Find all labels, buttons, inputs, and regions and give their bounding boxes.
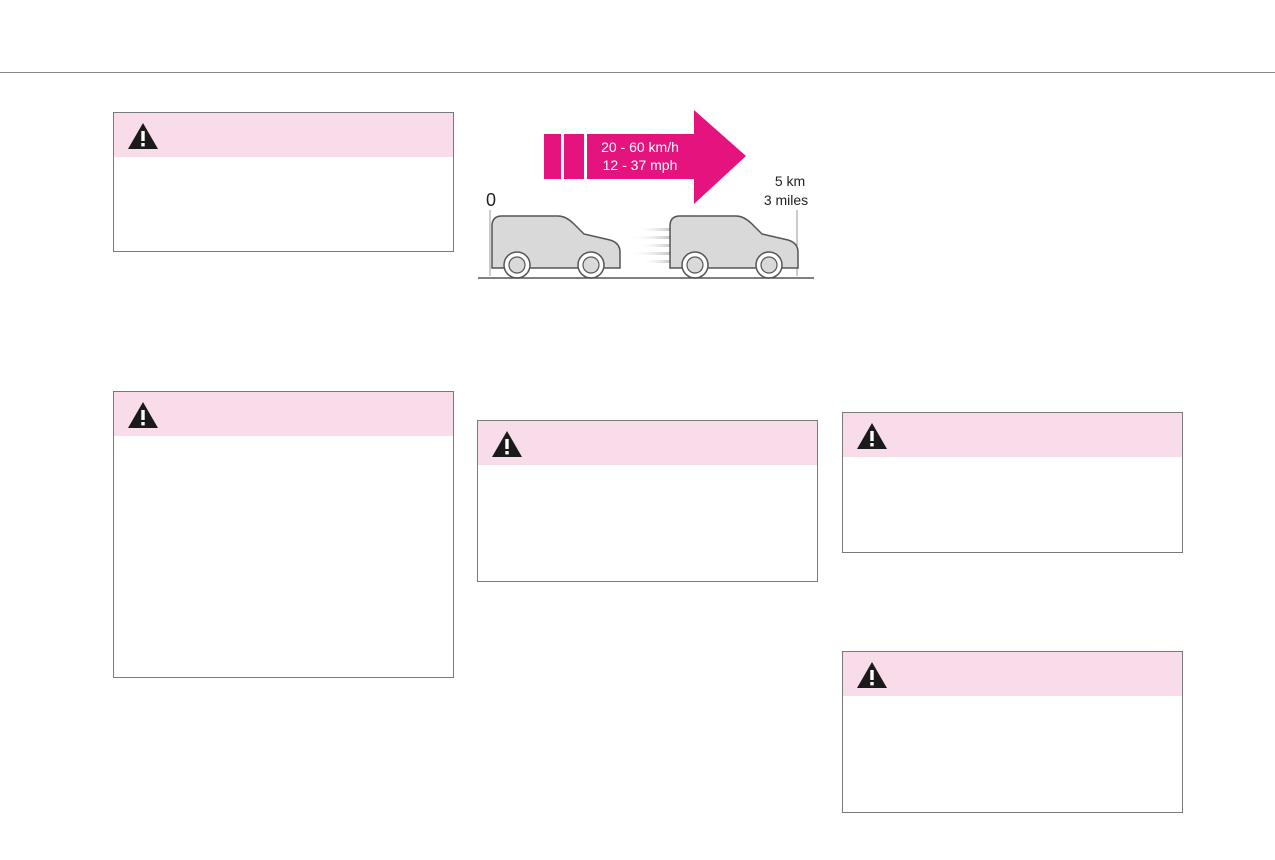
car-start [491, 215, 621, 279]
warning-header [114, 392, 453, 436]
motion-streaks [628, 228, 675, 263]
warning-triangle-icon [128, 123, 158, 149]
start-distance-label: 0 [486, 190, 496, 210]
page-header-rule [0, 72, 1275, 73]
warning-header [843, 652, 1182, 696]
speed-kmh-label: 20 - 60 km/h [601, 139, 679, 155]
car-end [669, 215, 799, 279]
warning-box-5 [842, 651, 1183, 813]
warning-box-4 [842, 412, 1183, 553]
warning-header [478, 421, 817, 465]
warning-box-2 [113, 391, 454, 678]
warning-header [114, 113, 453, 157]
warning-triangle-icon [857, 662, 887, 688]
distance-miles-label: 3 miles [764, 192, 808, 208]
distance-km-label: 5 km [775, 173, 805, 189]
warning-box-1 [113, 112, 454, 252]
warning-triangle-icon [128, 402, 158, 428]
driving-speed-illustration: 20 - 60 km/h 12 - 37 mph 0 5 km 3 miles [478, 110, 814, 279]
speed-arrow [544, 110, 746, 204]
warning-triangle-icon [492, 431, 522, 457]
warning-triangle-icon [857, 423, 887, 449]
warning-box-3 [477, 420, 818, 582]
warning-header [843, 413, 1182, 457]
speed-mph-label: 12 - 37 mph [603, 157, 678, 173]
